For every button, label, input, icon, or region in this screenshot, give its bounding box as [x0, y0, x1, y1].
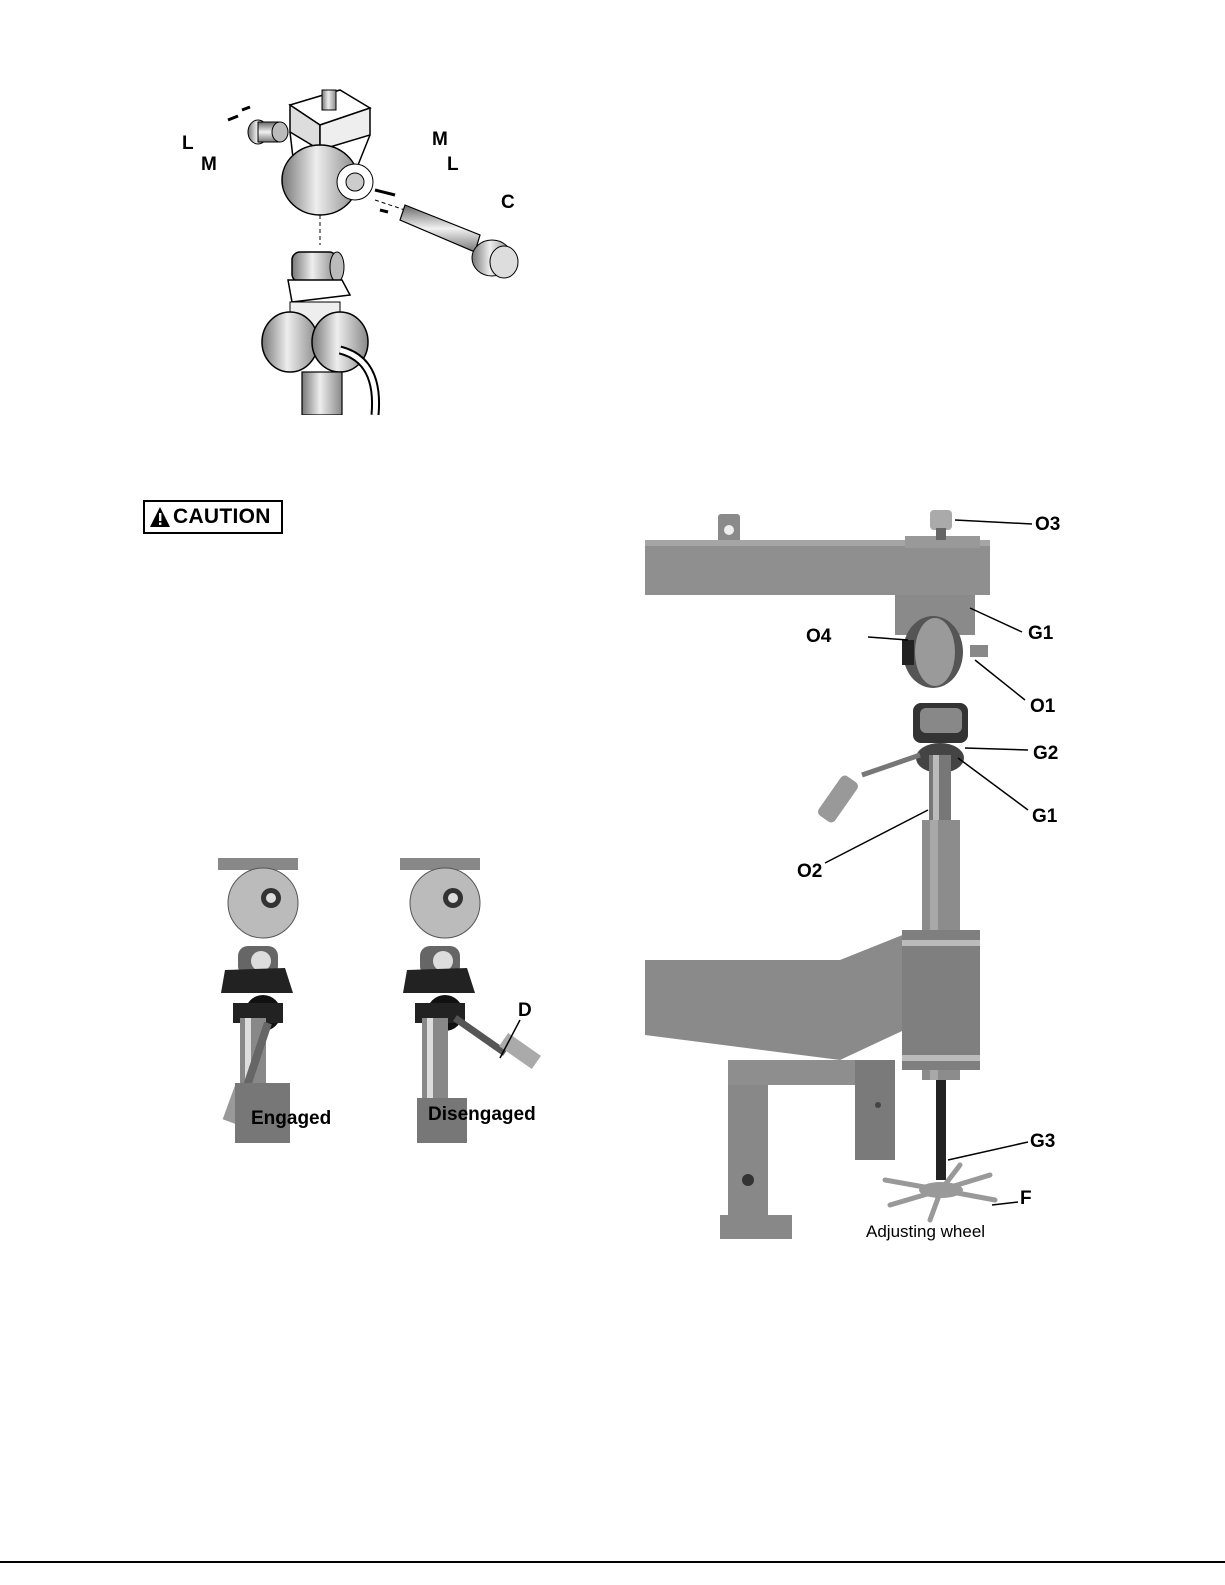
caution-word: CAUTION: [173, 505, 271, 529]
label-G1-top: G1: [1028, 624, 1053, 643]
label-G2: G2: [1033, 744, 1058, 763]
label-G1-lower: G1: [1032, 807, 1057, 826]
machine-leader-lines: [640, 500, 1090, 1245]
label-O3: O3: [1035, 515, 1060, 534]
label-L-right: L: [447, 155, 459, 174]
caution-badge: CAUTION: [143, 500, 283, 534]
adjusting-wheel-caption: Adjusting wheel: [866, 1223, 985, 1240]
label-O2: O2: [797, 862, 822, 881]
engaged-caption: Engaged: [251, 1109, 331, 1128]
engaged-lever-photo: [213, 858, 323, 1143]
disengaged-caption: Disengaged: [428, 1105, 536, 1124]
label-F: F: [1020, 1189, 1032, 1208]
label-G3: G3: [1030, 1132, 1055, 1151]
leader-line-D: [490, 1018, 530, 1063]
label-M-right: M: [432, 130, 448, 149]
label-O1: O1: [1030, 697, 1055, 716]
exploded-roller-assembly-drawing: [170, 80, 540, 415]
bottom-rule: [0, 1561, 1225, 1563]
label-L-left: L: [182, 134, 194, 153]
warning-triangle-icon: [149, 506, 171, 528]
label-M-left: M: [201, 155, 217, 174]
label-C: C: [501, 193, 515, 212]
label-O4: O4: [806, 627, 831, 646]
